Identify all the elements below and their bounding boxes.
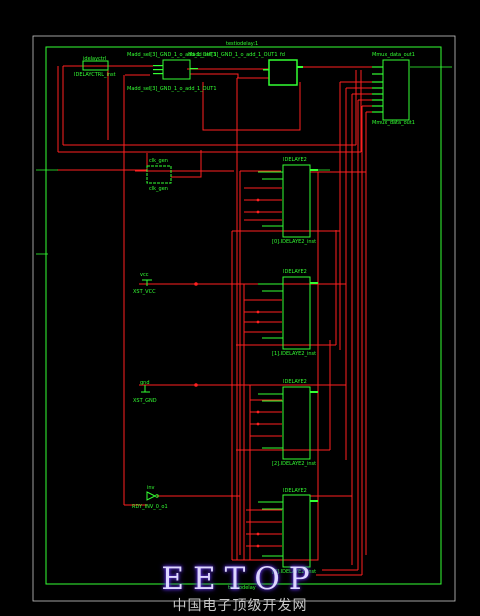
adder-block: Madd_sel[3]_GND_1_o_add_1_OUT1 Madd_sel[… (127, 52, 278, 92)
net-junctions (194, 198, 260, 548)
sel-register-label: fd (280, 52, 285, 58)
adder-label-bottom: Madd_sel[3]_GND_1_o_add_1_OUT1 (127, 86, 217, 92)
idelay-block-2: IDELAYE2 [2].IDELAYE2_inst (258, 379, 318, 467)
green-wires (36, 66, 452, 255)
sel-register: fd (263, 52, 303, 86)
mux-label-top: Mmux_data_out1 (372, 52, 415, 58)
module-border (45, 46, 442, 585)
watermark-site-name: 中国电子顶级开发网 (172, 598, 308, 614)
idelay-type-label: IDELAYE2 (283, 157, 307, 163)
mux-block: Mmux_data_out1 Mmux_data_out1 (372, 52, 415, 126)
idelay-inst-label: [2].IDELAYE2_inst (272, 461, 316, 467)
vcc-inst-label: XST_VCC (133, 289, 156, 295)
clkgen-block: clk_gen clk_gen (146, 158, 172, 192)
idelay-inst-label: [0].IDELAYE2_inst (272, 239, 316, 245)
idelayctrl-label: idelayctrl (83, 56, 106, 62)
net-wires (57, 65, 372, 576)
idelay-block-1: IDELAYE2 [1].IDELAYE2_inst (258, 269, 318, 357)
watermark-logo: EETOP (161, 561, 319, 597)
vcc-symbol: vcc XST_VCC (133, 272, 156, 295)
inv-inst-label: RDY_INV_0_o1 (132, 504, 168, 510)
gnd-inst-label: XST_GND (133, 398, 157, 404)
inverter-symbol: inv RDY_INV_0_o1 (132, 485, 168, 510)
mux-label-bottom: Mmux_data_out1 (372, 120, 415, 126)
clkgen-label-top: clk_gen (149, 158, 168, 164)
clkgen-label-bottom: clk_gen (149, 186, 168, 192)
adder-label-top: Madd_sel[3]_GND_1_o_add_1_OUT1 (127, 52, 217, 58)
idelayctrl-block: idelayctrl IDELAYCTRL_inst (74, 56, 116, 78)
idelay-type-label: IDELAYE2 (283, 488, 307, 494)
idelay-type-label: IDELAYE2 (283, 269, 307, 275)
outer-frame (32, 35, 456, 602)
idelayctrl-inst-label: IDELAYCTRL_inst (74, 72, 116, 78)
idelay-block-3: IDELAYE2 [3].IDELAYE2_inst (258, 488, 318, 575)
idelay-block-0: IDELAYE2 [0].IDELAYE2_inst (258, 157, 318, 245)
idelay-type-label: IDELAYE2 (283, 379, 307, 385)
idelay-inst-label: [1].IDELAYE2_inst (272, 351, 316, 357)
vcc-net-label: vcc (140, 272, 149, 278)
gnd-net-label: gnd (140, 380, 150, 386)
adder-label-right: Madd_sel[3]_GND_1_o_add_1_OUT1 (188, 52, 278, 58)
inv-net-label: inv (147, 485, 155, 491)
gnd-symbol: gnd XST_GND (133, 380, 157, 404)
idelay-inst-label: [3].IDELAYE2_inst (272, 569, 316, 575)
bottom-module-label: testiodelay (228, 585, 256, 591)
top-module-label: testiodelay:1 (226, 41, 258, 47)
